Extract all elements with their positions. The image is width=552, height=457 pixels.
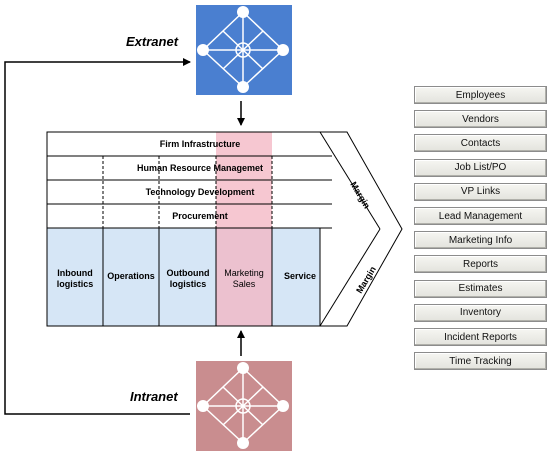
intranet-label: Intranet [130,389,178,404]
menu-button-time-tracking[interactable]: Time Tracking [414,352,547,371]
menu-button-lead-management[interactable]: Lead Management [414,207,547,225]
menu-button-marketing-info[interactable]: Marketing Info [414,231,547,250]
primary-activities-area [47,228,320,326]
menu-button-job-list-po[interactable]: Job List/PO [414,158,547,177]
menu-button-inventory[interactable]: Inventory [414,303,547,322]
left-connector-line [4,58,191,415]
menu-button-contacts[interactable]: Contacts [414,134,547,153]
menu-button-estimates[interactable]: Estimates [414,279,547,298]
menu-button-vp-links[interactable]: VP Links [414,182,547,201]
support-activity-technology: Technology Development [146,187,255,197]
extranet-label: Extranet [126,34,179,49]
support-activity-human-resource: Human Resource Managemet [137,163,263,173]
value-chain-outline [46,131,403,327]
primary-activity-operations: Operations [107,271,155,281]
margin-label-top: Margin [348,180,372,210]
support-activity-firm-infrastructure: Firm Infrastructure [160,139,241,149]
intranet-network-node [196,361,292,451]
margin-label-bottom: Margin [354,265,378,295]
menu-button-reports[interactable]: Reports [414,255,547,274]
support-activity-procurement: Procurement [172,211,228,221]
extranet-network-node [196,5,292,95]
menu-button-employees[interactable]: Employees [414,86,547,104]
menu-button-vendors[interactable]: Vendors [414,110,547,129]
primary-activity-service: Service [284,271,316,281]
menu-button-incident-reports[interactable]: Incident Reports [414,328,547,346]
marketing-sales-highlight [216,132,272,326]
value-chain: Firm Infrastructure Human Resource Manag… [46,131,403,327]
